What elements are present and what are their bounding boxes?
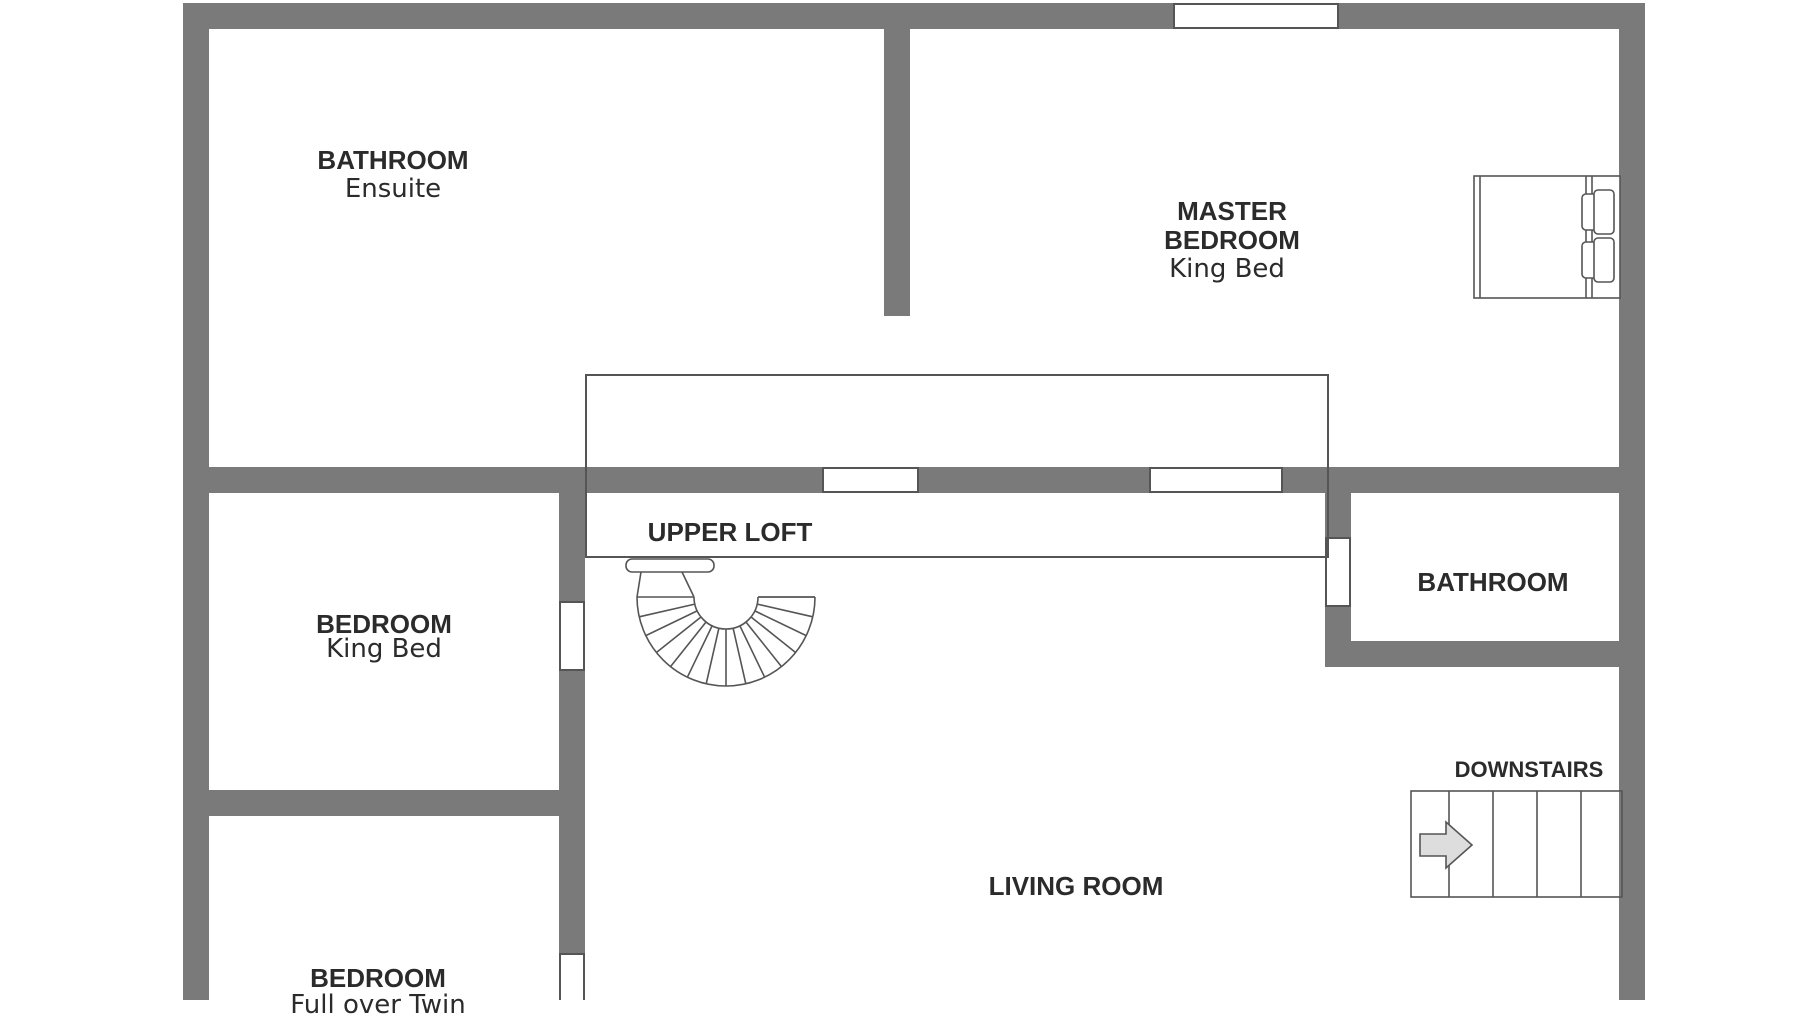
- outer-wall-right: [1619, 3, 1645, 1000]
- outer-wall-left: [183, 3, 209, 1000]
- window-wall-right: [1149, 467, 1283, 493]
- room-bathroom-ensuite: BATHROOM Ensuite: [317, 145, 469, 205]
- room-subtitle: King Bed: [1169, 254, 1285, 285]
- outer-wall-top: [183, 3, 1645, 29]
- spiral-staircase-icon: [625, 558, 816, 687]
- window-wall-left: [822, 467, 919, 493]
- wall-bath-bottom: [1325, 641, 1633, 667]
- room-downstairs: DOWNSTAIRS: [1454, 757, 1604, 783]
- room-bathroom: BATHROOM: [1417, 567, 1569, 597]
- room-living-room: LIVING ROOM: [988, 871, 1164, 901]
- windows: [559, 3, 1351, 1000]
- room-title: BEDROOM: [310, 963, 446, 993]
- room-subtitle: King Bed: [326, 634, 442, 665]
- door-bedroom-2: [559, 953, 585, 1000]
- room-title: MASTER BEDROOM: [1164, 196, 1300, 256]
- room-title: BATHROOM: [1417, 567, 1569, 597]
- arrow-right-icon: [1419, 820, 1474, 870]
- window-top: [1173, 3, 1339, 29]
- king-bed-icon: [1473, 175, 1621, 299]
- loft-outline: [585, 374, 1329, 558]
- loft-railing: [585, 374, 1329, 558]
- door-bathroom: [1325, 537, 1351, 607]
- room-subtitle: Full over Twin: [290, 990, 466, 1020]
- wall-bath-master: [884, 3, 910, 316]
- room-title: BATHROOM: [317, 145, 469, 175]
- room-bedroom-1: BEDROOM King Bed: [316, 609, 452, 665]
- room-title: BEDROOM: [316, 609, 452, 639]
- room-subtitle: Ensuite: [344, 174, 442, 205]
- room-title: UPPER LOFT: [647, 517, 813, 547]
- door-bedroom-1: [559, 601, 585, 671]
- room-bedroom-2: BEDROOM Full over Twin: [290, 963, 466, 1020]
- wall-bedrooms: [195, 790, 572, 816]
- room-upper-loft: UPPER LOFT: [647, 517, 813, 547]
- room-master-bedroom: MASTER BEDROOM King Bed: [1152, 196, 1312, 284]
- wall-bedroom-living: [559, 480, 585, 1000]
- room-title: LIVING ROOM: [988, 871, 1164, 901]
- room-title: DOWNSTAIRS: [1454, 757, 1604, 782]
